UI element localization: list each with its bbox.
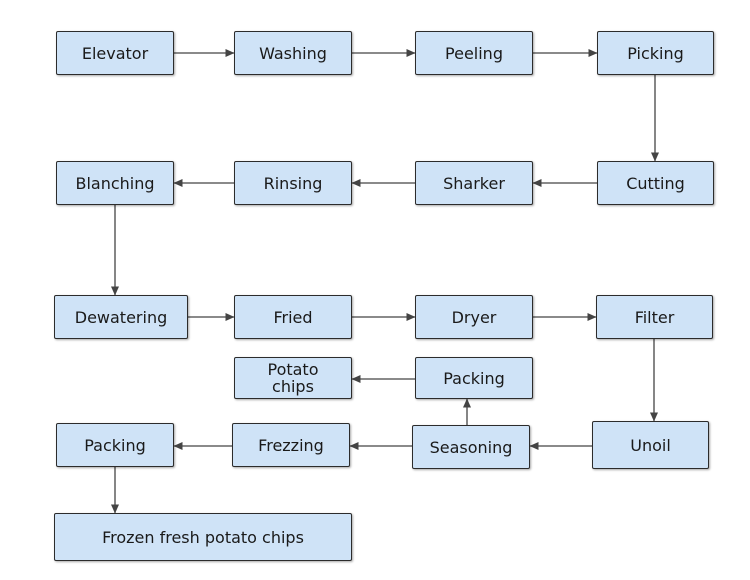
node-blanching: Blanching — [56, 161, 174, 205]
node-picking: Picking — [597, 31, 714, 75]
node-sharker: Sharker — [415, 161, 533, 205]
node-cutting: Cutting — [597, 161, 714, 205]
node-potato-chips: Potato chips — [234, 357, 352, 399]
node-unoil: Unoil — [592, 421, 709, 469]
node-frozen-fresh-potato-chips: Frozen fresh potato chips — [54, 513, 352, 561]
node-packing-bottom: Packing — [56, 423, 174, 467]
node-frezzing: Frezzing — [232, 423, 350, 467]
node-filter: Filter — [596, 295, 713, 339]
node-fried: Fried — [234, 295, 352, 339]
node-dryer: Dryer — [415, 295, 533, 339]
node-seasoning: Seasoning — [412, 425, 530, 469]
node-rinsing: Rinsing — [234, 161, 352, 205]
node-packing-top: Packing — [415, 357, 533, 399]
node-washing: Washing — [234, 31, 352, 75]
node-peeling: Peeling — [415, 31, 533, 75]
node-dewatering: Dewatering — [54, 295, 188, 339]
node-elevator: Elevator — [56, 31, 174, 75]
